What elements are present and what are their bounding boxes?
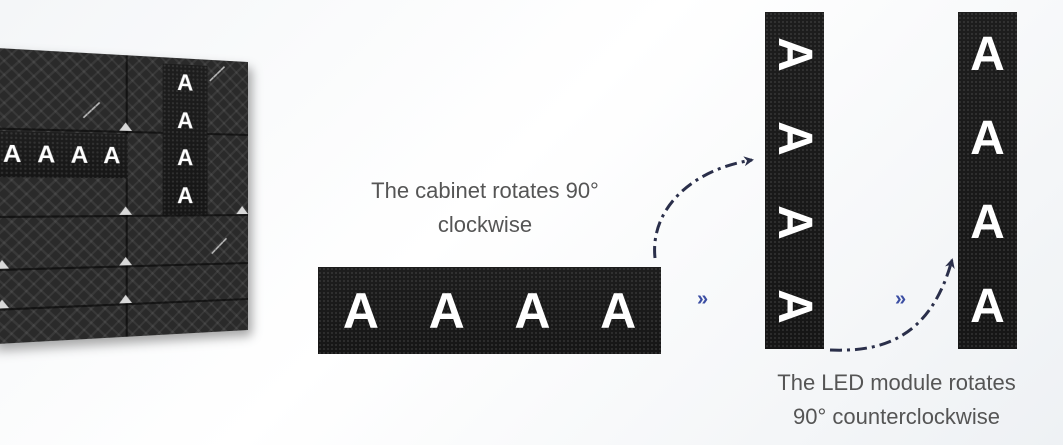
letter-a: A: [600, 282, 637, 339]
letter-a: A: [970, 196, 1005, 250]
letter-a: A: [514, 282, 551, 339]
counterclockwise-arrow-icon: [829, 258, 955, 352]
horizontal-led-cabinet: A A A A: [318, 267, 661, 354]
clockwise-arrow-icon: [653, 156, 754, 259]
caption-line: The LED module rotates: [777, 370, 1016, 395]
letter-a: A: [970, 111, 1005, 165]
caption-line: 90° counterclockwise: [793, 404, 1000, 430]
letter-a: A: [428, 282, 465, 339]
rotated-led-cabinet: A A A A: [765, 12, 824, 349]
cabinet-rotation-caption: The cabinet rotates 90° clockwise: [360, 174, 610, 242]
module-rotation-caption: The LED module rotates 90° counterclockw…: [730, 366, 1063, 434]
final-led-cabinet: A A A A: [958, 12, 1017, 349]
letter-a: A: [342, 282, 379, 339]
letter-a: A: [970, 280, 1005, 334]
letter-a: A: [970, 27, 1005, 81]
caption-line: clockwise: [437, 212, 533, 238]
caption-line: The cabinet rotates 90°: [371, 178, 599, 203]
